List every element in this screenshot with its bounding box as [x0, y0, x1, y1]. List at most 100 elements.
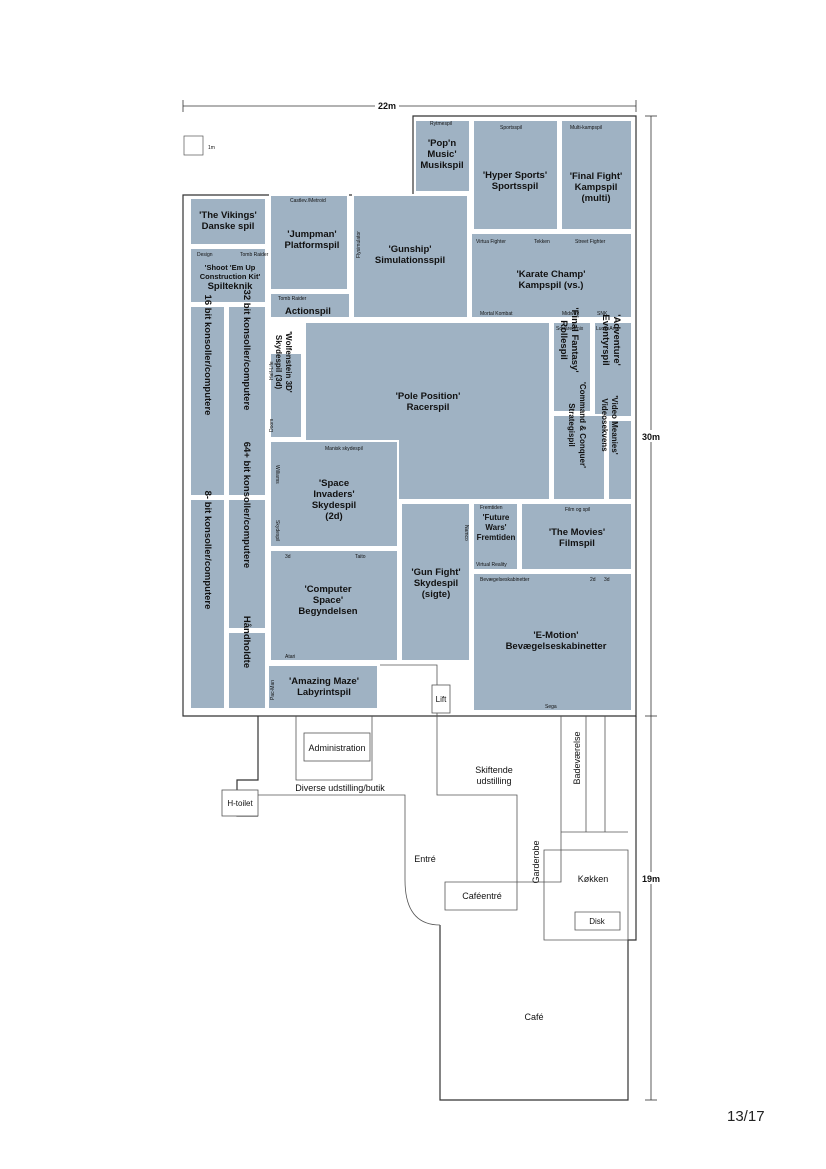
svg-text:'Pole Position'Racerspil: 'Pole Position'Racerspil — [396, 391, 461, 413]
hall-handholdte: Håndholdte — [227, 616, 267, 710]
svg-text:Tekken: Tekken — [534, 239, 550, 245]
svg-text:'Gun Fight'Skydespil(sigte): 'Gun Fight'Skydespil(sigte) — [411, 567, 460, 600]
hall-finalfight: Multi-kampspil 'Final Fight'Kampspil(mul… — [560, 119, 633, 231]
svg-text:64+ bit konsoller/computere: 64+ bit konsoller/computere — [241, 442, 252, 568]
svg-text:Skydespil: Skydespil — [274, 520, 280, 541]
hall-cnc: 'Command & Conquer'Strategispil — [552, 382, 606, 501]
svg-text:'Hyper Sports'Sportsspil: 'Hyper Sports'Sportsspil — [483, 170, 547, 192]
svg-text:16 bit konsoller/computere: 16 bit konsoller/computere — [202, 295, 213, 416]
hall-emotion: Bevægelseskabinetter 2d 3d 'E-Motion'Bev… — [472, 572, 633, 712]
svg-text:Håndholdte: Håndholdte — [241, 616, 252, 668]
svg-text:Atari: Atari — [285, 654, 295, 660]
svg-text:8- bit konsoller/computere: 8- bit konsoller/computere — [202, 491, 213, 610]
hall-gunship: Flysimulator 'Gunship'Simulationsspil — [352, 194, 469, 319]
svg-text:Film og spil: Film og spil — [565, 507, 590, 513]
svg-text:2d: 2d — [590, 577, 596, 583]
hall-vikings: 'The Vikings'Danske spil — [189, 197, 267, 246]
svg-text:Doom: Doom — [269, 419, 275, 432]
svg-text:Square Enix: Square Enix — [556, 326, 584, 332]
width-label: 22m — [378, 101, 396, 111]
svg-text:Half-Life: Half-Life — [269, 361, 275, 380]
hall-bit16: 16 bit konsoller/computere — [189, 295, 226, 497]
svg-text:'Amazing Maze'Labyrintspil: 'Amazing Maze'Labyrintspil — [289, 676, 359, 698]
page-number: 13/17 — [727, 1108, 765, 1125]
svg-text:32 bit konsoller/computere: 32 bit konsoller/computere — [241, 290, 252, 411]
hall-ff: Square Enix 'Final Fantasy'Rollespil — [552, 307, 592, 413]
svg-text:'The Movies'Filmspil: 'The Movies'Filmspil — [549, 527, 605, 549]
dimension-length-lower: 19m — [640, 716, 664, 1101]
svg-text:'Final Fantasy'Rollespil: 'Final Fantasy'Rollespil — [558, 307, 580, 372]
svg-text:Tomb Raider: Tomb Raider — [278, 296, 307, 302]
dimension-width: 22m — [182, 100, 637, 112]
svg-text:Design: Design — [197, 252, 213, 258]
svg-text:Sportsspil: Sportsspil — [500, 125, 522, 131]
cafeentre-label: Caféentré — [462, 891, 502, 901]
svg-text:Actionspil: Actionspil — [285, 306, 331, 317]
facilities: Lift Administration H-toilet Diverse uds… — [221, 684, 609, 1022]
svg-text:Manisk skydespil: Manisk skydespil — [325, 446, 363, 452]
svg-text:Midway: Midway — [562, 311, 579, 317]
hall-action: Tomb Raider Actionspil — [269, 292, 351, 319]
svg-text:'Jumpman'Platformspil: 'Jumpman'Platformspil — [285, 229, 340, 251]
svg-text:'Command & Conquer'Strategispi: 'Command & Conquer'Strategispil — [567, 382, 587, 468]
svg-text:Mortal Kombat: Mortal Kombat — [480, 311, 513, 317]
hall-hyper: Sportsspil 'Hyper Sports'Sportsspil — [472, 119, 559, 231]
garderobe-label: Garderobe — [531, 840, 541, 883]
svg-text:3d: 3d — [285, 554, 291, 560]
svg-text:Tomb Raider: Tomb Raider — [240, 252, 269, 258]
administration-label: Administration — [308, 743, 365, 753]
svg-text:'Gunship'Simulationsspil: 'Gunship'Simulationsspil — [375, 244, 445, 266]
hall-jumpman: Castlev./Metroid 'Jumpman'Platformspil — [269, 194, 349, 291]
h-toilet-label: H-toilet — [227, 799, 253, 808]
svg-text:'Wolfenstein 3D'Skydespil (3d): 'Wolfenstein 3D'Skydespil (3d) — [274, 331, 293, 393]
svg-text:Virtual Reality: Virtual Reality — [476, 562, 507, 568]
svg-text:'Karate Champ'Kampspil (vs.): 'Karate Champ'Kampspil (vs.) — [517, 269, 586, 291]
cafe-label: Café — [524, 1012, 543, 1022]
svg-text:'The Vikings'Danske spil: 'The Vikings'Danske spil — [199, 210, 257, 232]
hall-maze: Pac-Man 'Amazing Maze'Labyrintspil — [267, 664, 379, 710]
scale-label: 1m — [208, 145, 215, 151]
diverse-label: Diverse udstilling/butik — [295, 783, 385, 793]
kokken-label: Køkken — [578, 874, 609, 884]
hall-video: 'Video Meanies'Videosekvens — [600, 395, 633, 501]
svg-text:Pac-Man: Pac-Man — [270, 680, 276, 700]
svg-text:SNK: SNK — [597, 311, 608, 317]
svg-text:Namco: Namco — [463, 525, 469, 541]
dimension-length-upper: 30m — [640, 115, 664, 717]
lift-label: Lift — [436, 695, 447, 704]
svg-text:Street Fighter: Street Fighter — [575, 239, 606, 245]
svg-text:Castlev./Metroid: Castlev./Metroid — [290, 198, 326, 204]
scale-legend: 1m — [183, 135, 215, 156]
svg-text:'E-Motion'Bevægelseskabinetter: 'E-Motion'Bevægelseskabinetter — [506, 630, 607, 652]
svg-text:Bevægelseskabinetter: Bevægelseskabinetter — [480, 577, 530, 583]
disk-label: Disk — [589, 917, 606, 926]
hall-bit32: 32 bit konsoller/computere — [227, 290, 267, 497]
svg-text:LucasArts: LucasArts — [596, 326, 619, 332]
svg-text:'Adventure'Eventyrspil: 'Adventure'Eventyrspil — [600, 314, 622, 366]
svg-text:Virtua Fighter: Virtua Fighter — [476, 239, 506, 245]
svg-text:3d: 3d — [604, 577, 610, 583]
svg-text:Flysimulator: Flysimulator — [356, 231, 362, 258]
hall-karate: Virtua Fighter Tekken Street Fighter 'Ka… — [470, 232, 633, 319]
badevaerelse-label: Badeværelse — [572, 731, 582, 784]
hall-gunfight: Namco 'Gun Fight'Skydespil(sigte) — [400, 502, 471, 662]
svg-text:Rytmespil: Rytmespil — [430, 121, 452, 127]
length-lower-label: 19m — [642, 874, 660, 884]
hall-movies: Film og spil 'The Movies'Filmspil — [520, 502, 633, 571]
length-upper-label: 30m — [642, 432, 660, 442]
svg-text:'Video Meanies'Videosekvens: 'Video Meanies'Videosekvens — [600, 395, 619, 454]
svg-text:Taito: Taito — [355, 554, 366, 560]
